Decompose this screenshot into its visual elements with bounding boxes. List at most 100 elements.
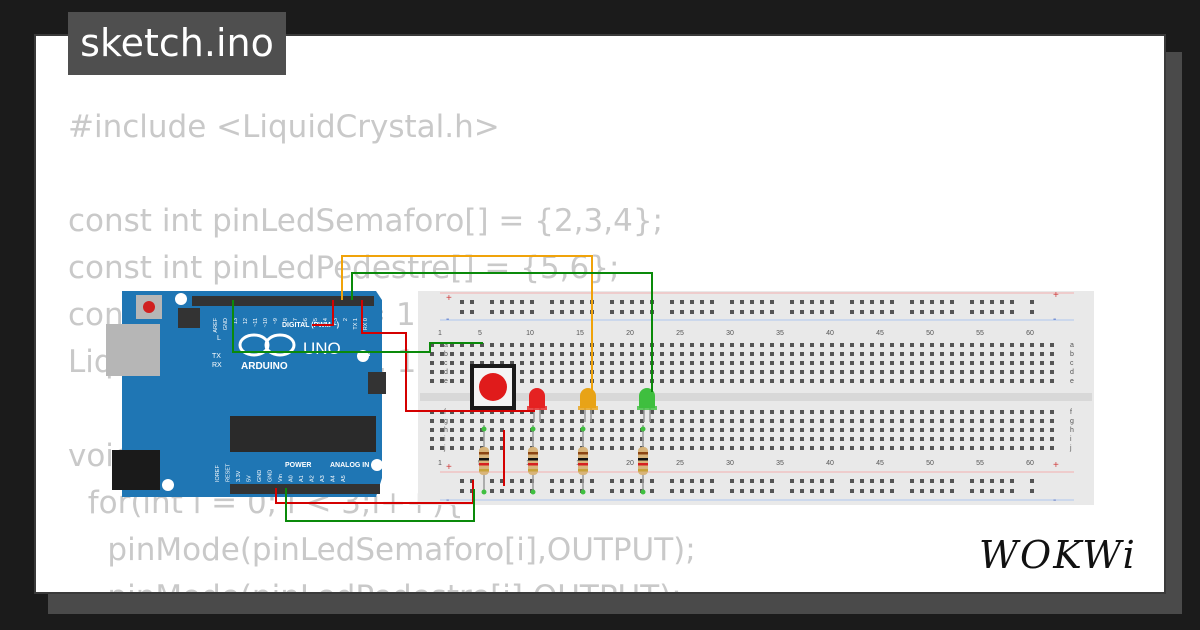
breadboard-hole bbox=[720, 428, 724, 432]
breadboard-hole bbox=[1020, 343, 1024, 347]
breadboard-hole bbox=[760, 300, 764, 304]
breadboard-hole bbox=[730, 361, 734, 365]
file-tab[interactable]: sketch.ino bbox=[68, 12, 286, 75]
breadboard-hole bbox=[970, 370, 974, 374]
breadboard-hole bbox=[460, 489, 464, 493]
breadboard-hole bbox=[580, 361, 584, 365]
pushbutton-cap[interactable] bbox=[479, 373, 507, 401]
breadboard-hole bbox=[440, 361, 444, 365]
breadboard-hole bbox=[980, 343, 984, 347]
breadboard-hole bbox=[960, 379, 964, 383]
power-pin-label: A2 bbox=[310, 475, 316, 482]
breadboard-hole bbox=[870, 419, 874, 423]
resistor bbox=[528, 425, 538, 495]
breadboard-hole bbox=[780, 410, 784, 414]
breadboard-hole bbox=[850, 479, 854, 483]
row-letter: c bbox=[1070, 360, 1074, 367]
breadboard-hole bbox=[1010, 446, 1014, 450]
breadboard-hole bbox=[550, 300, 554, 304]
breadboard-hole bbox=[670, 370, 674, 374]
breadboard-hole bbox=[620, 446, 624, 450]
pushbutton[interactable] bbox=[470, 364, 516, 410]
breadboard-hole bbox=[440, 419, 444, 423]
breadboard-hole bbox=[980, 379, 984, 383]
breadboard-hole bbox=[730, 446, 734, 450]
breadboard-hole bbox=[940, 352, 944, 356]
breadboard-hole bbox=[450, 370, 454, 374]
breadboard-hole bbox=[720, 361, 724, 365]
breadboard-hole bbox=[780, 437, 784, 441]
breadboard-hole bbox=[760, 428, 764, 432]
breadboard-hole bbox=[660, 410, 664, 414]
breadboard-hole bbox=[1000, 419, 1004, 423]
breadboard-hole bbox=[790, 489, 794, 493]
breadboard-hole bbox=[610, 410, 614, 414]
breadboard-hole bbox=[1040, 437, 1044, 441]
reset-button[interactable] bbox=[143, 301, 155, 313]
breadboard-hole bbox=[730, 379, 734, 383]
breadboard-hole bbox=[1030, 310, 1034, 314]
breadboard-hole bbox=[810, 352, 814, 356]
breadboard-hole bbox=[520, 479, 524, 483]
breadboard-hole bbox=[820, 343, 824, 347]
breadboard-hole bbox=[950, 310, 954, 314]
breadboard-hole bbox=[770, 352, 774, 356]
arduino-model: UNO bbox=[303, 339, 341, 358]
breadboard-hole bbox=[510, 352, 514, 356]
breadboard-hole bbox=[710, 379, 714, 383]
breadboard-hole bbox=[960, 352, 964, 356]
breadboard-hole bbox=[850, 428, 854, 432]
breadboard-hole bbox=[740, 352, 744, 356]
breadboard-hole bbox=[460, 352, 464, 356]
breadboard-hole bbox=[550, 428, 554, 432]
breadboard-hole bbox=[640, 410, 644, 414]
breadboard-hole bbox=[510, 419, 514, 423]
breadboard-hole bbox=[980, 428, 984, 432]
breadboard-hole bbox=[720, 343, 724, 347]
breadboard-hole bbox=[720, 437, 724, 441]
breadboard-hole bbox=[940, 370, 944, 374]
breadboard-hole bbox=[940, 410, 944, 414]
column-number: 45 bbox=[876, 330, 884, 337]
breadboard-hole bbox=[820, 437, 824, 441]
breadboard-hole bbox=[1000, 410, 1004, 414]
breadboard-hole bbox=[740, 446, 744, 450]
breadboard-hole bbox=[840, 437, 844, 441]
breadboard-hole bbox=[870, 361, 874, 365]
breadboard-hole bbox=[530, 352, 534, 356]
breadboard-hole bbox=[690, 446, 694, 450]
breadboard-hole bbox=[880, 352, 884, 356]
breadboard-hole bbox=[710, 419, 714, 423]
breadboard-hole bbox=[770, 489, 774, 493]
breadboard-hole bbox=[680, 419, 684, 423]
breadboard-hole bbox=[990, 300, 994, 304]
breadboard-hole bbox=[1050, 446, 1054, 450]
digital-pin-label: ~9 bbox=[273, 318, 279, 324]
breadboard-hole bbox=[970, 300, 974, 304]
breadboard-hole bbox=[810, 379, 814, 383]
breadboard-hole bbox=[520, 446, 524, 450]
breadboard-hole bbox=[680, 379, 684, 383]
breadboard-hole bbox=[1050, 437, 1054, 441]
power-pin-label: IOREF bbox=[215, 465, 221, 482]
breadboard-hole bbox=[680, 410, 684, 414]
breadboard-hole bbox=[860, 446, 864, 450]
breadboard-hole bbox=[690, 361, 694, 365]
breadboard-hole bbox=[870, 379, 874, 383]
breadboard-hole bbox=[850, 379, 854, 383]
breadboard-hole bbox=[740, 410, 744, 414]
breadboard-hole bbox=[620, 343, 624, 347]
breadboard-hole bbox=[500, 310, 504, 314]
power-pin-label: A0 bbox=[289, 475, 295, 482]
breadboard-hole bbox=[550, 419, 554, 423]
breadboard-hole bbox=[750, 479, 754, 483]
breadboard-hole bbox=[710, 410, 714, 414]
breadboard-hole bbox=[550, 361, 554, 365]
breadboard-hole bbox=[770, 370, 774, 374]
breadboard-hole bbox=[630, 419, 634, 423]
breadboard-hole bbox=[710, 428, 714, 432]
breadboard-hole bbox=[990, 310, 994, 314]
breadboard-hole bbox=[520, 310, 524, 314]
breadboard-hole bbox=[630, 489, 634, 493]
breadboard-hole bbox=[850, 437, 854, 441]
